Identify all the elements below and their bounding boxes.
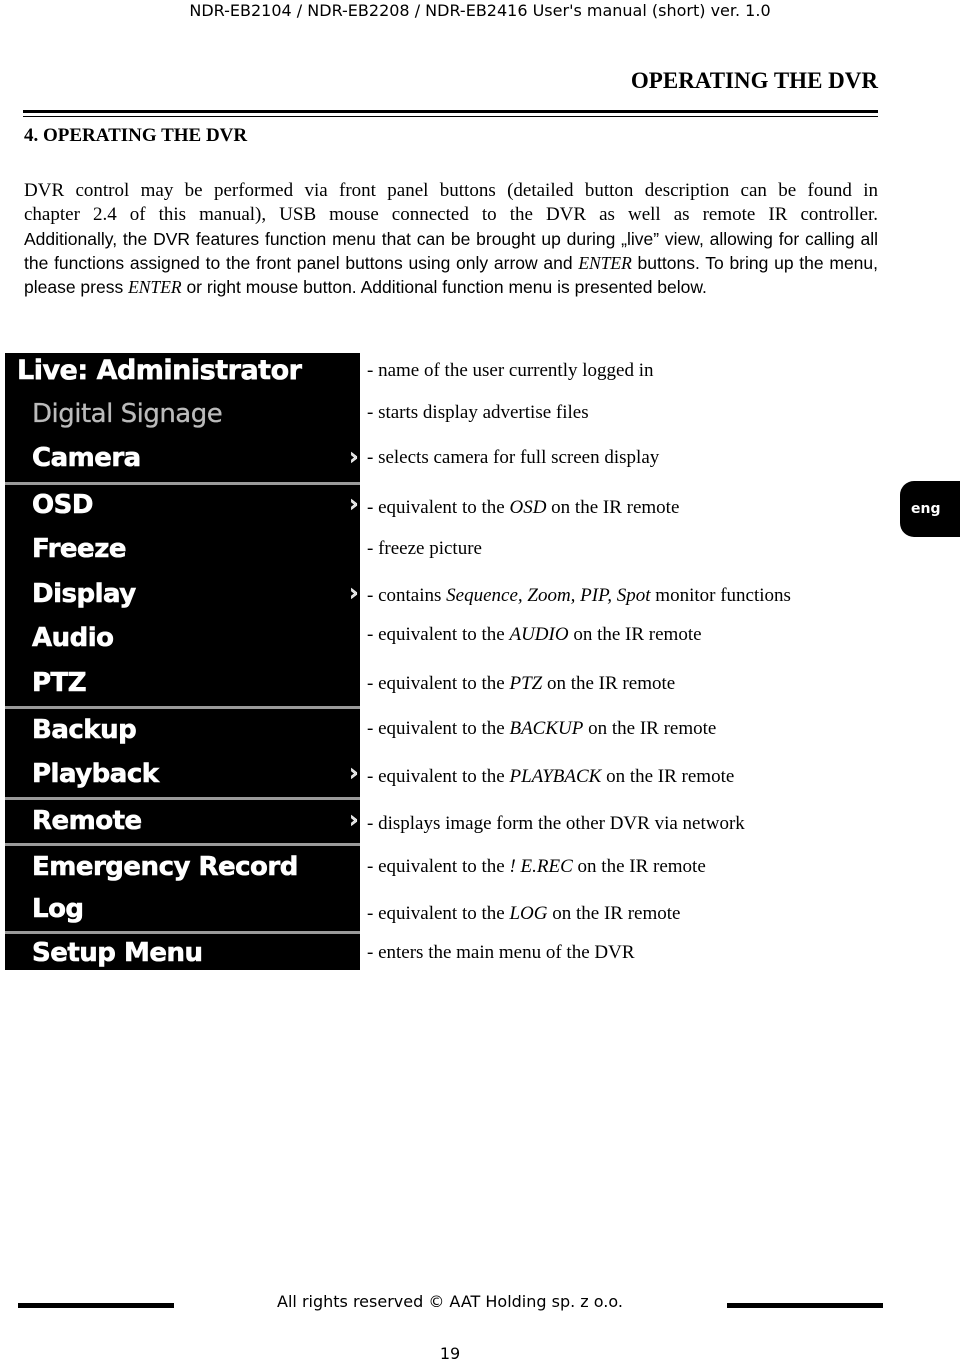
desc-text: on the IR remote — [572, 856, 706, 877]
header-rule-thin — [23, 116, 878, 117]
dvr-function-menu: Live: Administrator Digital Signage Came… — [5, 353, 360, 970]
desc-emergency-record: - equivalent to the ! E.REC on the IR re… — [367, 856, 706, 878]
desc-audio: - equivalent to the AUDIO on the IR remo… — [367, 624, 702, 646]
desc-log: - equivalent to the LOG on the IR remote — [367, 903, 680, 925]
menu-item-label: Emergency Record — [32, 852, 299, 883]
desc-emphasis: ! E.REC — [509, 856, 573, 877]
desc-text: - displays image form the other DVR via … — [367, 813, 745, 834]
desc-emphasis: AUDIO — [509, 624, 569, 645]
intro-text: DVR control may be performed via front p… — [24, 179, 878, 299]
desc-text: - equivalent to the — [367, 903, 510, 924]
desc-text: on the IR remote — [583, 718, 717, 739]
running-header: NDR-EB2104 / NDR-EB2208 / NDR-EB2416 Use… — [189, 1, 771, 20]
menu-item-label: PTZ — [32, 668, 87, 699]
desc-text: - equivalent to the — [367, 856, 510, 877]
desc-text: - equivalent to the — [367, 718, 510, 739]
menu-item-label: Live: Administrator — [17, 355, 303, 387]
menu-item-label: Freeze — [32, 534, 127, 565]
desc-user: - name of the user currently logged in — [367, 360, 653, 382]
chevron-right-icon: › — [349, 581, 359, 607]
intro-p2-c: or right mouse button. Additional functi… — [181, 277, 707, 297]
desc-emphasis: OSD — [509, 497, 547, 518]
desc-text: - name of the user currently logged in — [367, 360, 654, 381]
desc-emphasis: LOG — [509, 903, 548, 924]
menu-item-label: Log — [32, 894, 85, 925]
desc-text: - equivalent to the — [367, 624, 510, 645]
menu-item-label: Digital Signage — [32, 399, 223, 429]
language-tab: eng — [900, 481, 960, 537]
desc-playback: - equivalent to the PLAYBACK on the IR r… — [367, 766, 734, 788]
intro-paragraph-2: Additionally, the DVR features function … — [24, 227, 878, 299]
section-title: OPERATING THE DVR — [630, 68, 878, 93]
menu-item-label: Audio — [32, 623, 115, 654]
menu-separator — [5, 843, 360, 846]
chevron-right-icon: › — [349, 808, 359, 834]
desc-text: - selects camera for full screen display — [367, 447, 660, 468]
page-number: 19 — [439, 1344, 461, 1363]
desc-text: - equivalent to the — [367, 673, 510, 694]
desc-text: - enters the main menu of the DVR — [367, 942, 635, 963]
menu-item-label: Camera — [32, 443, 142, 474]
desc-text: on the IR remote — [601, 766, 735, 787]
desc-emphasis: BACKUP — [509, 718, 584, 739]
desc-text: - freeze picture — [367, 538, 482, 559]
desc-digital-signage: - starts display advertise files — [367, 402, 589, 424]
intro-line-1: DVR control may be performed via front p… — [24, 180, 878, 201]
desc-emphasis: Sequence, Zoom, PIP, Spot — [446, 585, 651, 606]
desc-emphasis: PTZ — [509, 673, 543, 694]
desc-text: - contains — [367, 585, 447, 606]
chevron-right-icon: › — [349, 761, 359, 787]
chevron-right-icon: › — [349, 492, 359, 518]
menu-item-label: Setup Menu — [32, 938, 204, 969]
desc-text: on the IR remote — [542, 673, 676, 694]
intro-p2-a: Additionally, the DVR features function … — [24, 229, 878, 273]
menu-item-label: OSD — [32, 490, 94, 521]
desc-osd: - equivalent to the OSD on the IR remote — [367, 497, 679, 519]
desc-display: - contains Sequence, Zoom, PIP, Spot mon… — [367, 585, 791, 607]
desc-text: on the IR remote — [546, 497, 680, 518]
desc-text: on the IR remote — [568, 624, 702, 645]
desc-text: on the IR remote — [547, 903, 681, 924]
intro-p2-b: buttons. To bring up the menu, please pr… — [24, 253, 879, 297]
desc-ptz: - equivalent to the PTZ on the IR remote — [367, 673, 675, 695]
desc-freeze: - freeze picture — [367, 538, 482, 560]
desc-text: - equivalent to the — [367, 497, 510, 518]
menu-item-label: Backup — [32, 715, 137, 746]
menu-item-label: Playback — [32, 759, 160, 790]
desc-remote: - displays image form the other DVR via … — [367, 813, 745, 835]
menu-item-label: Display — [32, 579, 137, 610]
menu-item-label: Remote — [32, 806, 143, 837]
menu-separator — [5, 482, 360, 485]
desc-text: - equivalent to the — [367, 766, 510, 787]
menu-separator — [5, 797, 360, 800]
desc-setup-menu: - enters the main menu of the DVR — [367, 942, 635, 964]
desc-backup: - equivalent to the BACKUP on the IR rem… — [367, 718, 716, 740]
footer-copyright: All rights reserved © AAT Holding sp. z … — [277, 1292, 623, 1311]
menu-separator — [5, 706, 360, 709]
header-rule — [23, 110, 878, 113]
desc-text: - starts display advertise files — [367, 402, 589, 423]
menu-separator — [5, 931, 360, 934]
desc-emphasis: PLAYBACK — [509, 766, 602, 787]
intro-enter-2: ENTER — [128, 277, 182, 297]
footer-rule-right — [727, 1303, 883, 1308]
desc-camera: - selects camera for full screen display — [367, 447, 659, 469]
intro-enter-1: ENTER — [578, 253, 632, 273]
chapter-title: 4. OPERATING THE DVR — [24, 125, 248, 146]
chevron-right-icon: › — [349, 445, 359, 471]
footer-rule-left — [18, 1303, 174, 1308]
intro-line-2: chapter 2.4 of this manual), USB mouse c… — [24, 204, 878, 225]
desc-text: monitor functions — [650, 585, 791, 606]
